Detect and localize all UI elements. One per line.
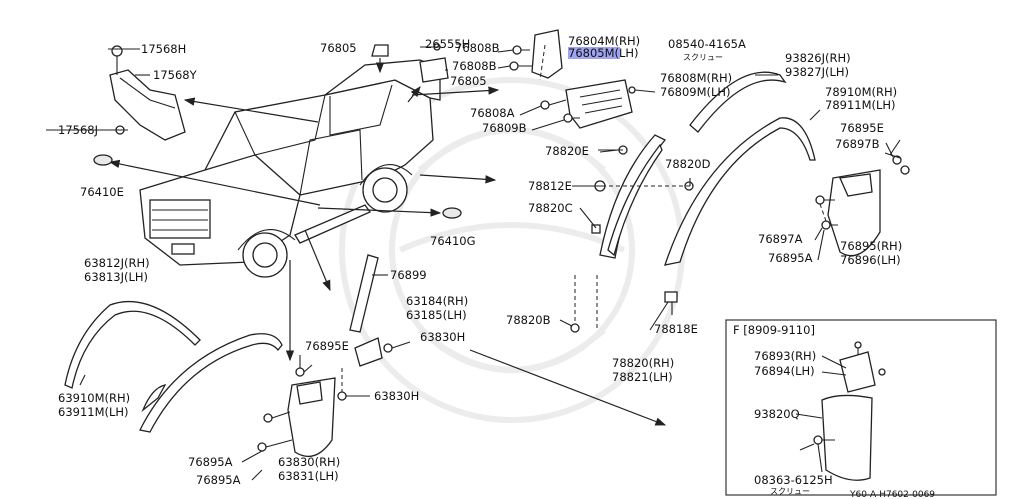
label-78821LH: 78821(LH)	[612, 370, 673, 384]
label-78820E: 78820E	[545, 144, 589, 158]
inset-label-76893: 76893(RH)	[754, 349, 816, 363]
bracket-17568Y	[100, 45, 186, 141]
label-76808M: 76808M(RH)	[660, 71, 732, 85]
label-63830H-2: 63830H	[374, 389, 419, 403]
label-63830H-1: 63830H	[420, 330, 465, 344]
inset-title: F [8909-9110]	[733, 323, 815, 337]
label-63831LH: 63831(LH)	[278, 469, 339, 483]
label-78820D: 78820D	[665, 157, 711, 171]
truck-illustration	[139, 59, 441, 278]
leader-arrows	[108, 58, 667, 426]
label-78820B: 78820B	[506, 313, 551, 327]
mudflap-left	[257, 364, 336, 458]
label-63184: 63184(RH)	[406, 294, 468, 308]
label-93826J: 93826J(RH)	[785, 51, 851, 65]
label-76410G: 76410G	[430, 234, 476, 248]
label-08540: 08540-4165A	[668, 37, 746, 51]
mudflap-right	[815, 139, 910, 257]
label-93827J: 93827J(LH)	[785, 65, 849, 79]
label-76896LH: 76896(LH)	[840, 253, 901, 267]
inset-screw-note: スクリュー	[770, 487, 810, 496]
label-78820C: 78820C	[528, 201, 573, 215]
label-63911M: 63911M(LH)	[58, 405, 129, 419]
label-78911M: 78911M(LH)	[825, 98, 896, 112]
inset-label-08363: 08363-6125H	[754, 473, 833, 487]
diagram-code: Y60-A-H7602-0069	[849, 490, 935, 499]
label-17568Y: 17568Y	[153, 68, 198, 82]
label-76809B: 76809B	[482, 121, 527, 135]
inset-label-93820Q: 93820Q	[754, 407, 800, 421]
label-76808A: 76808A	[470, 106, 515, 120]
label-76804M: 76804M(RH)	[568, 34, 640, 48]
label-76809M: 76809M(LH)	[660, 85, 731, 99]
strip-76899	[349, 254, 388, 333]
plug-76410E	[93, 154, 113, 166]
label-26555H: 26555H	[425, 37, 470, 51]
label-63185: 63185(LH)	[406, 308, 467, 322]
label-76805-plate: 76805	[450, 74, 487, 88]
label-leaders	[46, 49, 894, 481]
label-76895A-left-2: 76895A	[196, 473, 241, 487]
left-flare-63910M	[139, 333, 283, 433]
label-78820RH: 78820(RH)	[612, 356, 674, 370]
label-17568H: 17568H	[141, 42, 186, 56]
label-76805-top: 76805	[320, 41, 357, 55]
label-screw-note: スクリュー	[683, 53, 723, 62]
inset-label-76894: 76894(LH)	[754, 364, 815, 378]
rear-fender-flares	[664, 71, 821, 266]
label-63813J: 63813J(LH)	[84, 270, 148, 284]
left-flare-63812J	[64, 301, 201, 389]
inset-panel: F [8909-9110] 76893(RH) 76894(LH) 93820Q…	[725, 319, 997, 496]
label-63812J: 63812J(RH)	[84, 256, 150, 270]
label-63830RH: 63830(RH)	[278, 455, 340, 469]
bracket-63184	[337, 337, 411, 401]
label-76899: 76899	[390, 268, 427, 282]
label-78812E: 78812E	[528, 179, 572, 193]
label-76895A-left-1: 76895A	[188, 455, 233, 469]
label-63910M: 63910M(RH)	[58, 391, 130, 405]
label-76805M: 76805M(LH)	[568, 46, 639, 60]
label-76895E-right: 76895E	[840, 121, 884, 135]
label-78818E: 78818E	[654, 322, 698, 336]
label-76897B: 76897B	[835, 137, 880, 151]
highlight-76805M	[568, 47, 620, 59]
label-76895E-left: 76895E	[305, 339, 349, 353]
emblem-76805	[371, 43, 449, 83]
label-76410E: 76410E	[80, 185, 124, 199]
label-76808B-1: 76808B	[455, 41, 500, 55]
label-76897A: 76897A	[758, 232, 803, 246]
label-76895RH: 76895(RH)	[840, 239, 902, 253]
part-labels: 17568H 17568Y 17568J 76410E 76410G 76805…	[58, 34, 902, 487]
label-76808B-2: 76808B	[452, 59, 497, 73]
label-78910M: 78910M(RH)	[825, 85, 897, 99]
label-76895A-right: 76895A	[768, 251, 813, 265]
plug-76410G	[442, 207, 462, 219]
vent-grille	[509, 29, 656, 129]
